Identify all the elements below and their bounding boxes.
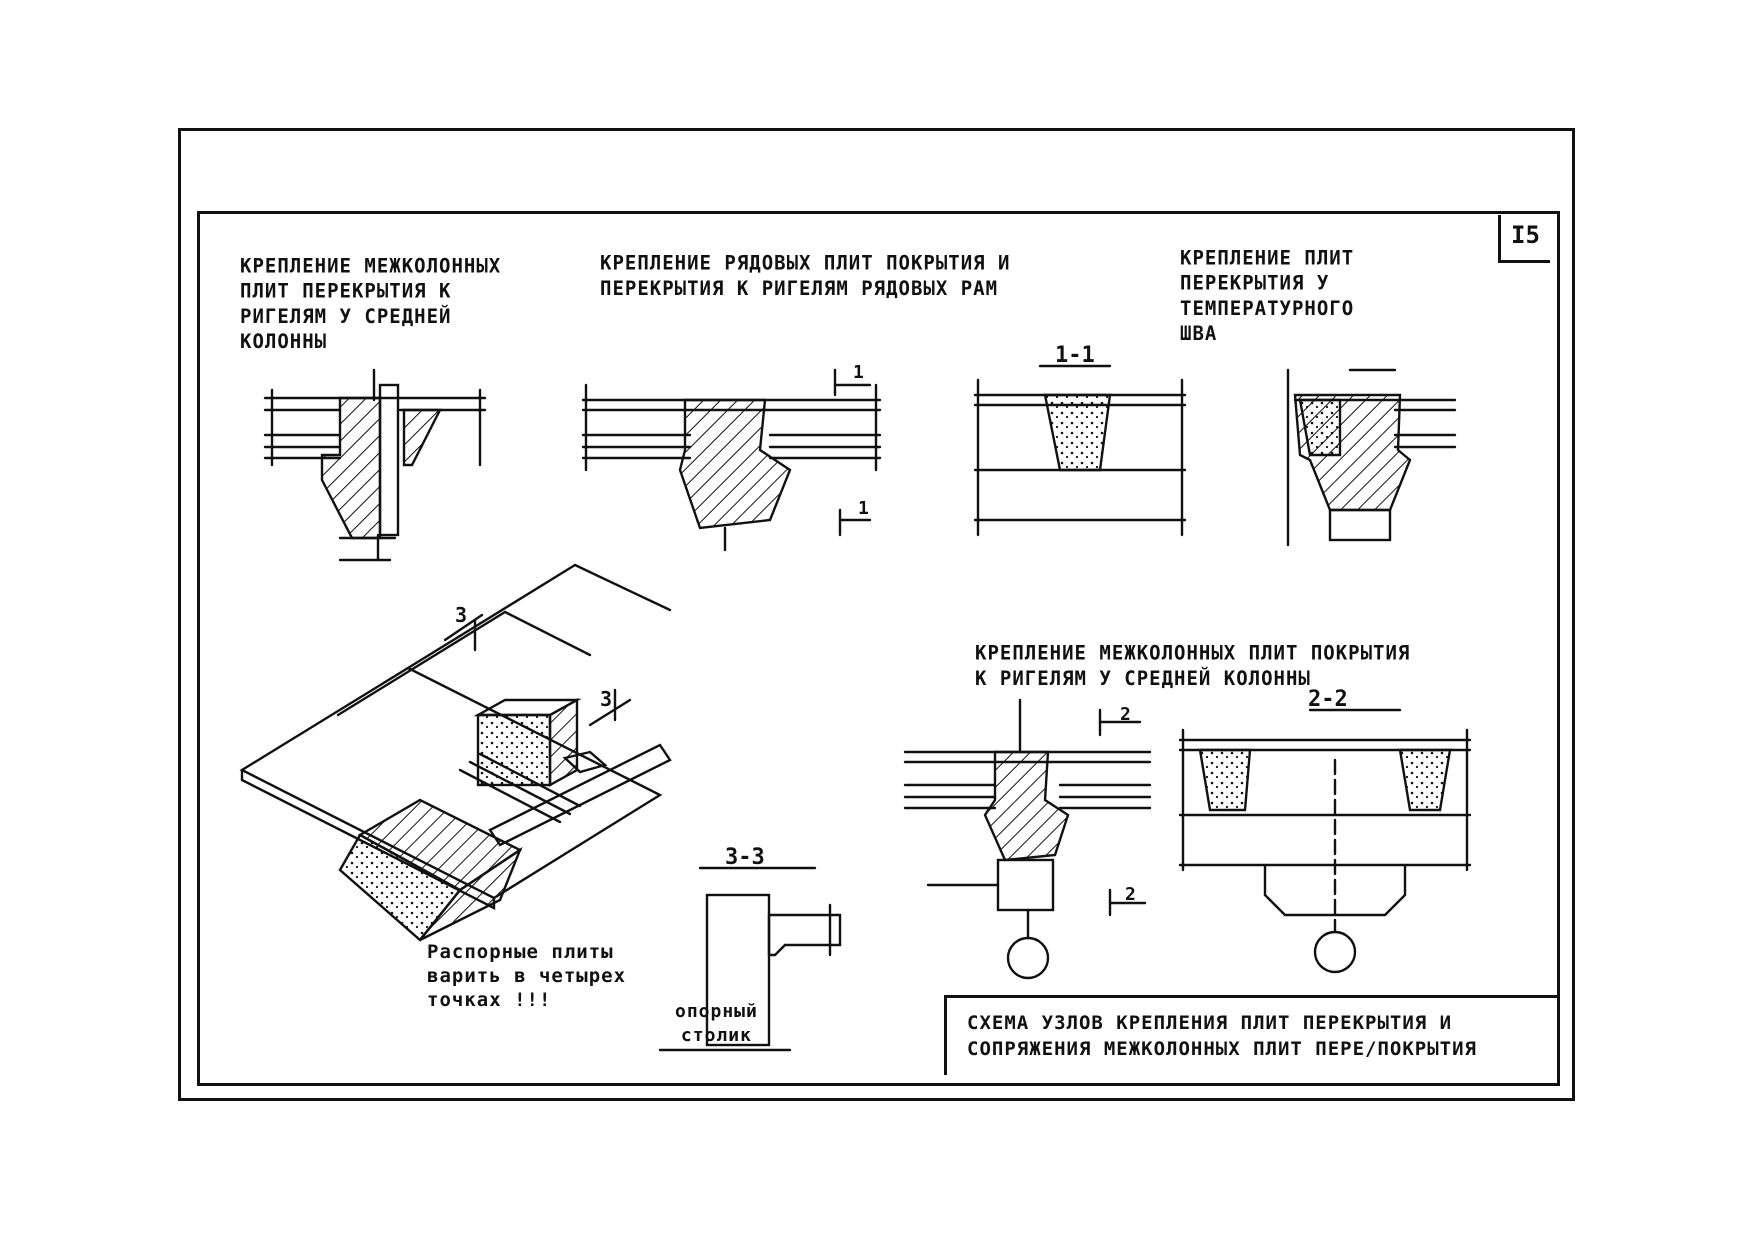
isometric-view bbox=[239, 563, 672, 942]
caption-node-right: КРЕПЛЕНИЕ ПЛИТ ПЕРЕКРЫТИЯ У ТЕМПЕРАТУРНО… bbox=[1180, 246, 1355, 346]
sheet-outer-frame bbox=[178, 128, 1575, 1101]
section-mark-3-a: 3 bbox=[455, 603, 467, 627]
section-mark-2-bottom: 2 bbox=[1125, 884, 1136, 905]
caption-node-middle: КРЕПЛЕНИЕ РЯДОВЫХ ПЛИТ ПОКРЫТИЯ И ПЕРЕКР… bbox=[600, 251, 1011, 301]
section-2-2-detail bbox=[1178, 708, 1472, 974]
node-bottom-detail bbox=[903, 698, 1152, 980]
section-mark-3-b: 3 bbox=[600, 687, 612, 711]
support-table-label: опорный столик bbox=[675, 1001, 758, 1046]
node-right-detail bbox=[1286, 368, 1457, 547]
section-label-2-2: 2-2 bbox=[1308, 687, 1348, 712]
section-1-1-detail bbox=[973, 364, 1187, 537]
section-3-3-detail bbox=[658, 866, 842, 1052]
node-left-detail bbox=[263, 368, 487, 562]
section-label-3-3: 3-3 bbox=[725, 845, 765, 870]
node-middle-detail bbox=[581, 368, 882, 552]
welding-note: Распорные плиты варить в четырех точках … bbox=[427, 941, 627, 1011]
section-label-1-1: 1-1 bbox=[1055, 343, 1095, 368]
section-mark-1-top: 1 bbox=[853, 362, 864, 383]
sheet-inner-frame bbox=[197, 211, 1560, 1086]
caption-node-bottom: КРЕПЛЕНИЕ МЕЖКОЛОННЫХ ПЛИТ ПОКРЫТИЯ К РИ… bbox=[975, 641, 1411, 691]
sheet-number: I5 bbox=[1498, 215, 1550, 263]
caption-node-left: КРЕПЛЕНИЕ МЕЖКОЛОННЫХ ПЛИТ ПЕРЕКРЫТИЯ К … bbox=[240, 254, 502, 354]
section-mark-1-bottom: 1 bbox=[858, 498, 869, 519]
section-mark-2-top: 2 bbox=[1120, 704, 1131, 725]
title-block: СХЕМА УЗЛОВ КРЕПЛЕНИЯ ПЛИТ ПЕРЕКРЫТИЯ И … bbox=[944, 995, 1560, 1075]
title-line-2: СОПРЯЖЕНИЯ МЕЖКОЛОННЫХ ПЛИТ ПЕРЕ/ПОКРЫТИ… bbox=[967, 1038, 1477, 1060]
title-line-1: СХЕМА УЗЛОВ КРЕПЛЕНИЯ ПЛИТ ПЕРЕКРЫТИЯ И bbox=[967, 1012, 1453, 1034]
